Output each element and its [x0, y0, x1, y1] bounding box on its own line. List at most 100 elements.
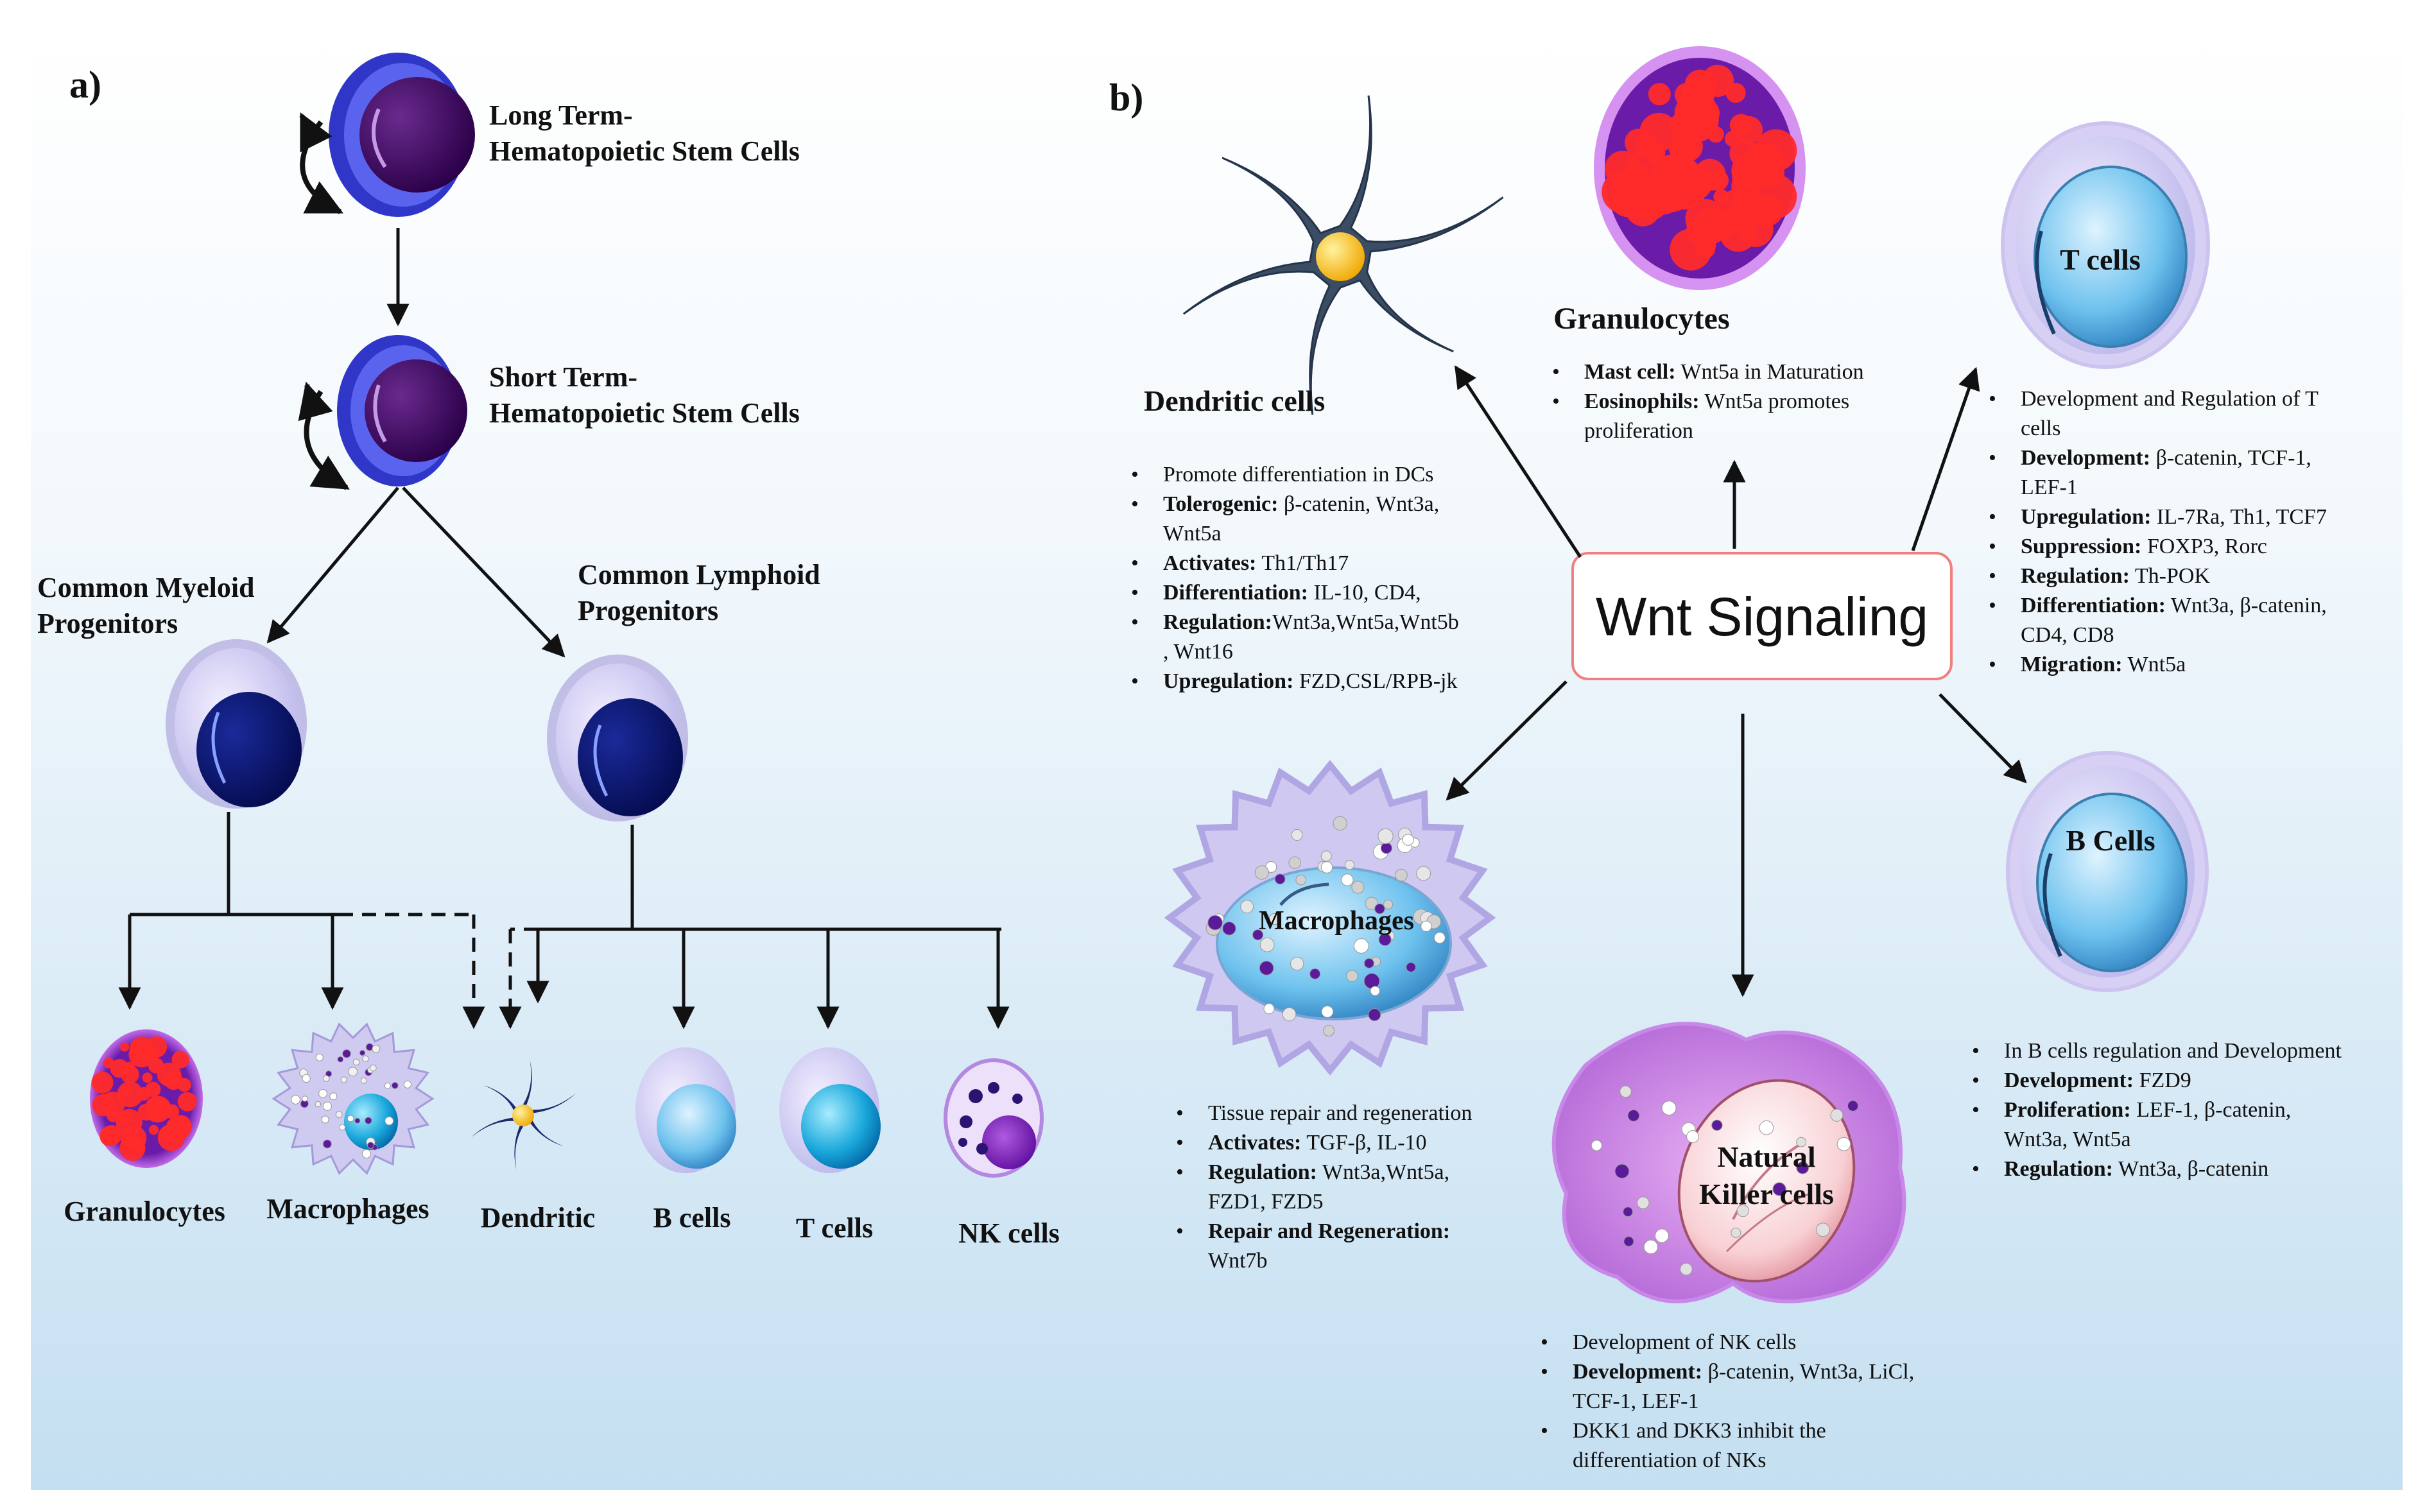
bullet-dot: •: [1972, 1069, 1980, 1092]
bullet-text: cells: [2021, 417, 2060, 440]
bullet-text: Development of NK cells: [1573, 1330, 1796, 1354]
clp-cell: [547, 655, 688, 821]
bullet-dot: •: [1989, 535, 1996, 558]
bullet-dot: •: [1131, 581, 1139, 605]
bullet-dot: •: [1131, 463, 1139, 486]
st-hsc-self-renewal-arrow-2: [298, 381, 333, 422]
nk-cell: [1551, 1022, 1906, 1303]
t-cell: [2001, 121, 2210, 369]
small-granulocyte-cell: [90, 1029, 203, 1168]
bullet-text: , Wnt16: [1163, 640, 1233, 664]
cmp-label: Common Myeloid: [37, 572, 255, 603]
bullet-text: In B cells regulation and Development: [2004, 1039, 2342, 1063]
label-granulocytes-a: Granulocytes: [64, 1196, 225, 1227]
small-t-cell: [779, 1047, 881, 1173]
bullet-dot: •: [1552, 390, 1560, 413]
clp-label: Common Lymphoid: [578, 559, 820, 590]
small-macrophage-cell: [272, 1022, 435, 1175]
lt-hsc-self-renewal-arrow-2: [299, 112, 333, 153]
b-cells-title: B Cells: [2066, 824, 2155, 857]
myeloid-tree: [118, 812, 485, 1029]
wnt-signaling-box: Wnt Signaling: [1571, 552, 1953, 680]
label-macrophages-a: Macrophages: [266, 1193, 429, 1224]
arrow-st-to-clp: [402, 486, 566, 658]
bullet-text: proliferation: [1584, 419, 1693, 443]
bullet-dot: •: [1989, 653, 1996, 676]
bullet-dot: •: [1176, 1101, 1184, 1125]
bullet-dot: •: [1541, 1360, 1548, 1384]
panel-a-label: a): [69, 64, 101, 106]
nk-bullets: •Development of NK cells•Development: β-…: [1541, 1330, 1914, 1472]
bullet-text: Mast cell: Wnt5a in Maturation: [1584, 360, 1864, 384]
st-hsc-label-2: Hematopoietic Stem Cells: [489, 397, 800, 429]
wnt-arrows: [1446, 365, 2027, 997]
bullet-text: Activates: TGF-β, IL-10: [1208, 1131, 1427, 1155]
bullet-text: CD4, CD8: [2021, 623, 2114, 647]
bullet-dot: •: [1552, 360, 1560, 384]
bullet-dot: •: [1176, 1219, 1184, 1243]
bullet-text: Regulation: Wnt3a,Wnt5a,: [1208, 1160, 1449, 1184]
nk-title: Natural: [1717, 1140, 1815, 1173]
bullet-dot: •: [1989, 564, 1996, 588]
small-b-cell: [635, 1047, 736, 1173]
bullet-text: Eosinophils: Wnt5a promotes: [1584, 390, 1849, 413]
bullet-dot: •: [1131, 492, 1139, 516]
bullet-text: LEF-1: [2021, 476, 2078, 499]
small-nk-cell: [944, 1058, 1044, 1178]
cmp-label-2: Progenitors: [37, 608, 178, 639]
bullet-dot: •: [1972, 1098, 1980, 1122]
bullet-text: Differentiation: IL-10, CD4,: [1163, 581, 1421, 605]
b-cell: [2006, 751, 2209, 992]
bcells-bullets: •In B cells regulation and Development•D…: [1972, 1039, 2342, 1181]
macrophages-title: Macrophages: [1259, 906, 1414, 936]
wnt-signaling-title: Wnt Signaling: [1596, 587, 1928, 647]
granulocytes-bullets: • Mast cell: Wnt5a in Maturation • Eosinoph…: [1552, 360, 1864, 443]
bullet-text: Wnt3a, Wnt5a: [2004, 1128, 2131, 1151]
bullet-dot: •: [1176, 1131, 1184, 1155]
small-dendritic-cell: [471, 1060, 576, 1170]
bullet-text: Upregulation: FZD,CSL/RPB-jk: [1163, 669, 1457, 693]
bullet-dot: •: [1541, 1330, 1548, 1354]
macrophage-cell: [1164, 760, 1496, 1076]
clp-label-2: Progenitors: [578, 595, 718, 626]
t-cells-title: T cells: [2060, 243, 2141, 276]
lt-hsc-label: Long Term-: [489, 99, 633, 131]
granulocytes-title: Granulocytes: [1553, 302, 1730, 336]
tcells-bullets: • Development and Regulation of T cells • De…: [1989, 387, 2327, 676]
arrow-st-to-cmp: [266, 486, 399, 644]
dendritic-title: Dendritic cells: [1144, 384, 1325, 417]
cmp-cell: [166, 639, 307, 809]
label-t-cells-a: T cells: [796, 1212, 873, 1244]
bullet-text: Differentiation: Wnt3a, β-catenin,: [2021, 594, 2327, 617]
bullet-text: Proliferation: LEF-1, β-catenin,: [2004, 1098, 2291, 1122]
granulocyte-cell: [1594, 46, 1806, 290]
bullet-text: Development: β-catenin, TCF-1,: [2021, 446, 2311, 470]
lt-hsc-label-2: Hematopoietic Stem Cells: [489, 135, 800, 167]
bullet-text: Wnt5a: [1163, 522, 1222, 546]
st-hsc-label: Short Term-: [489, 361, 637, 393]
bullet-dot: •: [1989, 505, 1996, 529]
bullet-dot: •: [1131, 610, 1139, 634]
bullet-text: Wnt7b: [1208, 1249, 1268, 1273]
bullet-text: Suppression: FOXP3, Rorc: [2021, 535, 2267, 558]
bullet-dot: •: [1989, 446, 1996, 470]
panel-b-label: b): [1109, 76, 1143, 119]
bullet-text: Activates: Th1/Th17: [1163, 551, 1349, 575]
label-b-cells-a: B cells: [653, 1202, 731, 1233]
bullet-dot: •: [1989, 594, 1996, 617]
bullet-dot: •: [1989, 387, 1996, 411]
bullet-text: Upregulation: IL-7Ra, Th1, TCF7: [2021, 505, 2327, 529]
bullet-text: TCF-1, LEF-1: [1573, 1389, 1698, 1413]
st-hsc-cell: [337, 335, 467, 486]
lt-hsc-cell: [329, 53, 475, 217]
label-nk-cells-a: NK cells: [958, 1217, 1060, 1249]
bullet-text: FZD1, FZD5: [1208, 1190, 1323, 1214]
bullet-text: DKK1 and DKK3 inhibit the: [1573, 1419, 1826, 1443]
bullet-dot: •: [1972, 1039, 1980, 1063]
dendritic-cell: [1182, 95, 1504, 415]
bullet-text: Promote differentiation in DCs: [1163, 463, 1433, 486]
bullet-text: Development and Regulation of T: [2021, 387, 2319, 411]
bullet-dot: •: [1972, 1157, 1980, 1181]
